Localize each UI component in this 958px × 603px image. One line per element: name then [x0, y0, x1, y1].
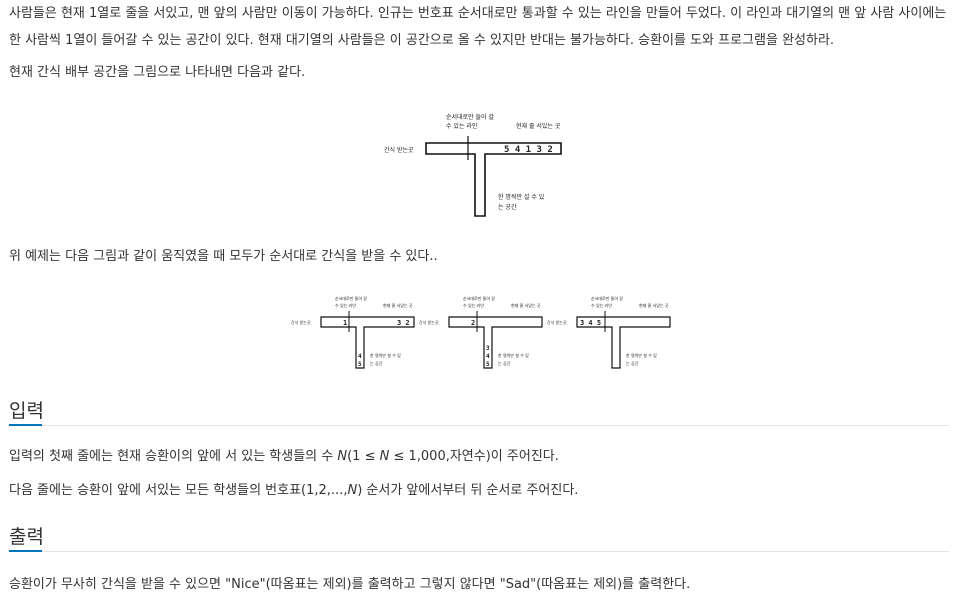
svg-text:간식 받는곳: 간식 받는곳 [419, 319, 439, 325]
label-receive: 간식 받는곳 [384, 146, 414, 154]
label-queue: 현재 줄 서있는 곳 [516, 122, 561, 130]
svg-text:는 공간: 는 공간 [370, 360, 383, 366]
example-step-3: 순서대로만 들어 갈 수 있는 라인 현재 줄 서있는 곳 간식 받는곳 3 4… [547, 295, 671, 369]
svg-text:2: 2 [471, 319, 475, 327]
svg-text:5: 5 [486, 361, 490, 368]
input-line-1: 입력의 첫째 줄에는 현재 승환이의 앞에 서 있는 학생들의 수 N(1 ≤ … [9, 449, 559, 464]
svg-text:수 있는 라인: 수 있는 라인 [335, 302, 356, 308]
svg-text:는 공간: 는 공간 [498, 360, 511, 366]
svg-text:1: 1 [343, 319, 347, 327]
svg-text:3: 3 [486, 345, 490, 352]
example-step-1: 순서대로만 들어 갈 수 있는 라인 현재 줄 서있는 곳 간식 받는곳 1 3… [291, 295, 415, 369]
main-diagram: 순서대로만 들어 갈 수 있는 라인 현재 줄 서있는 곳 간식 받는곳 5 4… [384, 113, 562, 217]
svg-text:간식 받는곳: 간식 받는곳 [291, 319, 311, 325]
svg-text:순서대로만 들어 갈: 순서대로만 들어 갈 [591, 295, 623, 301]
figure-intro: 현재 간식 배부 공간을 그림으로 나타내면 다음과 같다. [9, 65, 306, 80]
input-heading: 입력 [9, 400, 44, 422]
svg-text:4: 4 [486, 353, 490, 360]
svg-text:간식 받는곳: 간식 받는곳 [547, 319, 567, 325]
svg-text:현재 줄 서있는 곳: 현재 줄 서있는 곳 [383, 302, 413, 308]
output-line-1: 승환이가 무사히 간식을 받을 수 있으면 "Nice"(따옴표는 제외)를 출… [9, 577, 691, 592]
svg-text:3 4 5: 3 4 5 [580, 319, 601, 327]
example-step-2: 순서대로만 들어 갈 수 있는 라인 현재 줄 서있는 곳 간식 받는곳 2 3… [419, 295, 543, 369]
svg-text:5: 5 [358, 361, 362, 368]
svg-text:순서대로만 들어 갈: 순서대로만 들어 갈 [335, 295, 367, 301]
label-order-line-2: 수 있는 라인 [446, 122, 477, 130]
svg-text:3 2: 3 2 [397, 319, 410, 327]
problem-intro: 사람들은 현재 1열로 줄을 서있고, 맨 앞의 사람만 이동이 가능하다. 인… [9, 6, 947, 48]
svg-text:한 명씩만 설 수 있: 한 명씩만 설 수 있 [370, 352, 401, 358]
label-space-2: 는 공간 [498, 203, 517, 211]
svg-text:현재 줄 서있는 곳: 현재 줄 서있는 곳 [639, 302, 669, 308]
input-line-2: 다음 줄에는 승환이 앞에 서있는 모든 학생들의 번호표(1,2,...,N)… [9, 483, 579, 498]
svg-text:현재 줄 서있는 곳: 현재 줄 서있는 곳 [511, 302, 541, 308]
svg-text:한 명씩만 설 수 있: 한 명씩만 설 수 있 [626, 352, 657, 358]
label-order-line: 순서대로만 들어 갈 [446, 113, 494, 121]
svg-text:수 있는 라인: 수 있는 라인 [591, 302, 612, 308]
svg-text:순서대로만 들어 갈: 순서대로만 들어 갈 [463, 295, 495, 301]
svg-text:는 공간: 는 공간 [626, 360, 639, 366]
label-space: 한 명씩만 설 수 있 [498, 193, 545, 201]
svg-text:한 명씩만 설 수 있: 한 명씩만 설 수 있 [498, 352, 529, 358]
example-diagrams: 순서대로만 들어 갈 수 있는 라인 현재 줄 서있는 곳 간식 받는곳 1 3… [291, 295, 671, 369]
queue-values: 5 4 1 3 2 [504, 145, 553, 155]
output-heading: 출력 [9, 526, 44, 548]
svg-text:수 있는 라인: 수 있는 라인 [463, 302, 484, 308]
example-text: 위 예제는 다음 그림과 같이 움직였을 때 모두가 순서대로 간식을 받을 수… [9, 249, 438, 264]
svg-text:4: 4 [358, 353, 362, 360]
